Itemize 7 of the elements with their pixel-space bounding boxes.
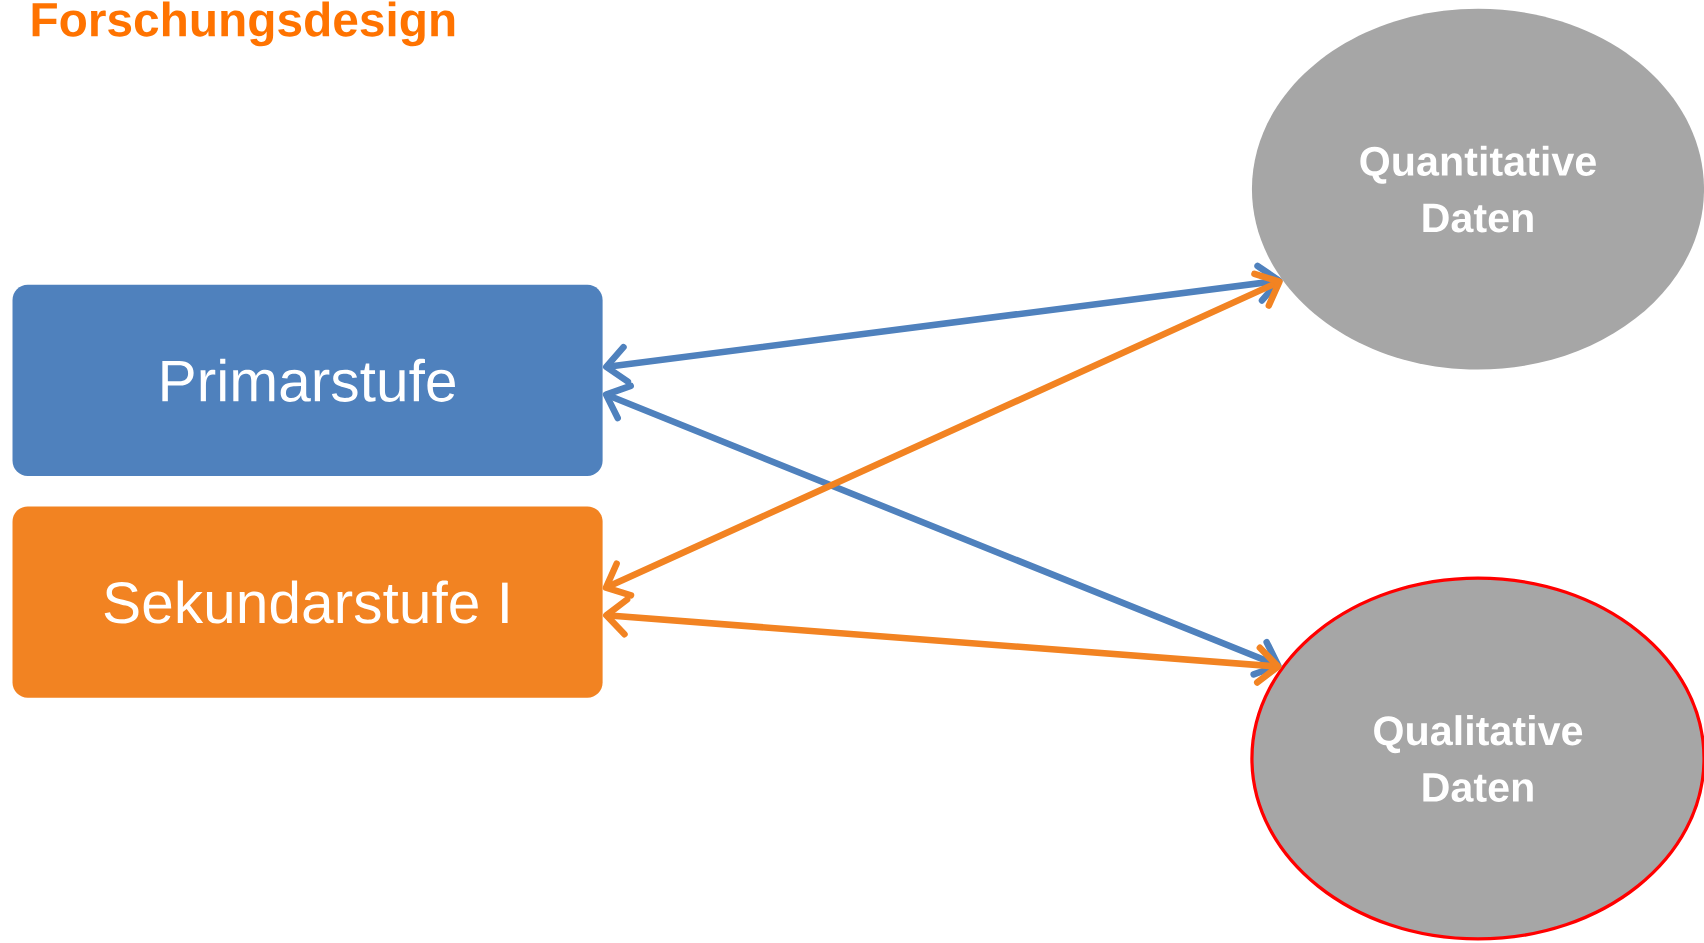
double-arrow <box>603 596 1282 686</box>
stage-box: Sekundarstufe I <box>12 506 603 698</box>
stage-box: Primarstufe <box>12 284 603 476</box>
title: Forschungsdesign <box>32 1 455 47</box>
double-arrow <box>602 270 1283 599</box>
double-arrow <box>603 262 1283 385</box>
double-arrow <box>602 382 1282 678</box>
